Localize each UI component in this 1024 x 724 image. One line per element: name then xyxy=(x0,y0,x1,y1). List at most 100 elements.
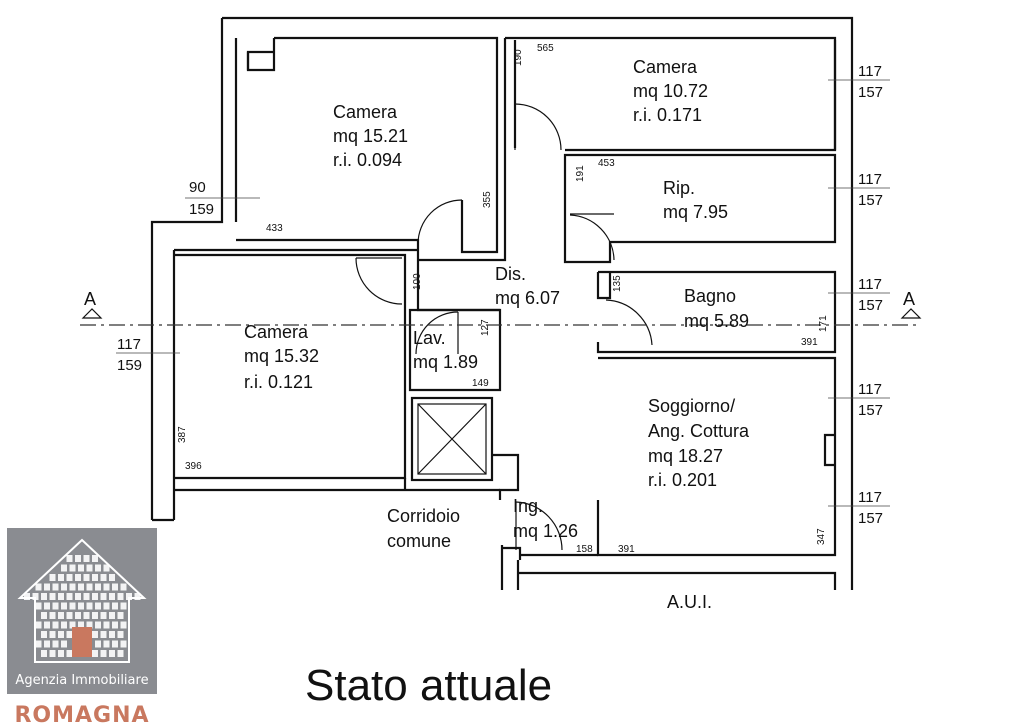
window-height: 117 xyxy=(858,63,882,80)
mosaic-tile xyxy=(109,574,115,581)
room-lavanderia xyxy=(408,308,502,392)
mosaic-tile xyxy=(52,583,59,591)
mosaic-tile xyxy=(58,631,64,638)
mosaic-tile xyxy=(95,583,101,591)
mosaic-tile xyxy=(49,631,56,638)
room-label: Camera xyxy=(244,322,309,342)
dimension: 135 xyxy=(612,275,623,292)
mosaic-tile xyxy=(49,574,56,581)
mosaic-tile xyxy=(120,602,127,610)
mosaic-tile xyxy=(109,593,115,600)
mosaic-tile xyxy=(35,602,42,610)
room-ri: r.i. 0.171 xyxy=(633,105,702,125)
mosaic-tile xyxy=(66,631,73,638)
mosaic-tile xyxy=(86,583,93,591)
mosaic-tile xyxy=(58,612,64,619)
room-label: A.U.I. xyxy=(667,592,712,612)
mosaic-tile xyxy=(52,602,59,610)
dimension: 565 xyxy=(537,43,554,54)
room-area: mq 15.32 xyxy=(244,346,319,366)
mosaic-tile xyxy=(66,574,73,581)
mosaic-tile xyxy=(86,564,93,572)
mosaic-tile xyxy=(49,593,56,600)
mosaic-tile xyxy=(117,631,124,638)
dimension: 396 xyxy=(185,461,202,472)
mosaic-tile xyxy=(120,621,127,629)
room-camera-bottom-left xyxy=(174,253,407,490)
mosaic-tile xyxy=(69,621,76,629)
dimension: 391 xyxy=(801,337,818,348)
mosaic-tile xyxy=(109,612,115,619)
mosaic-tile xyxy=(75,593,81,600)
mosaic-tile xyxy=(100,631,107,638)
mosaic-tile xyxy=(92,574,98,581)
plan-caption: Stato attuale xyxy=(305,661,552,710)
mosaic-tile xyxy=(35,640,42,648)
room-area: mq 15.21 xyxy=(333,126,408,146)
mosaic-tile xyxy=(134,593,141,600)
section-line xyxy=(80,308,922,326)
mosaic-tile xyxy=(61,602,67,610)
mosaic-tile xyxy=(61,583,67,591)
room-area: mq 10.72 xyxy=(633,81,708,101)
mosaic-tile xyxy=(126,593,132,600)
agency-logo: Agenzia Immobiliare ROMAGNA xyxy=(7,528,157,724)
mosaic-tile xyxy=(49,650,56,657)
room-label: Dis. xyxy=(495,264,526,284)
mosaic-tile xyxy=(83,593,90,600)
mosaic-tile xyxy=(120,640,127,648)
mosaic-tile xyxy=(92,631,98,638)
window-labels: 90 159 117 159 117 157 117 157 117 157 1… xyxy=(117,63,883,527)
dimension: 158 xyxy=(576,544,593,555)
mosaic-tile xyxy=(103,602,110,610)
mosaic-tile xyxy=(103,564,110,572)
mosaic-tile xyxy=(69,583,76,591)
house-icon xyxy=(17,538,147,663)
mosaic-tile xyxy=(44,621,50,629)
mosaic-tile xyxy=(117,593,124,600)
mosaic-tile xyxy=(100,650,107,657)
room-label: Camera xyxy=(633,57,698,77)
mosaic-tile xyxy=(75,574,81,581)
dimension: 149 xyxy=(472,378,489,389)
mosaic-tile xyxy=(92,555,98,562)
room-label: Lav. xyxy=(413,328,446,348)
shaft xyxy=(410,396,520,500)
mosaic-tile xyxy=(35,621,42,629)
window-sill: 157 xyxy=(858,402,883,419)
mosaic-tile xyxy=(61,564,67,572)
room-camera-top-left xyxy=(174,36,499,254)
mosaic-tile xyxy=(103,583,110,591)
mosaic-tile xyxy=(83,574,90,581)
mosaic-tile xyxy=(112,602,118,610)
room-label: Bagno xyxy=(684,286,736,306)
mosaic-tile xyxy=(66,555,73,562)
mosaic-tile xyxy=(61,621,67,629)
mosaic-tile xyxy=(49,612,56,619)
mosaic-tile xyxy=(117,612,124,619)
room-label-2: comune xyxy=(387,531,451,551)
room-labels: Camera mq 15.21 r.i. 0.094 Camera mq 10.… xyxy=(244,57,750,612)
mosaic-tile xyxy=(100,612,107,619)
mosaic-tile xyxy=(24,593,30,600)
mosaic-tile xyxy=(32,593,39,600)
room-ingresso xyxy=(515,501,598,557)
mosaic-tile xyxy=(112,640,118,648)
room-label: Ing. xyxy=(513,496,543,516)
mosaic-tile xyxy=(58,574,64,581)
room-area: mq 18.27 xyxy=(648,446,723,466)
mosaic-tile xyxy=(78,621,84,629)
mosaic-tile xyxy=(83,612,90,619)
mosaic-tile xyxy=(41,650,47,657)
mosaic-tile xyxy=(41,593,47,600)
room-label-2: Ang. Cottura xyxy=(648,421,750,441)
dimension: 355 xyxy=(482,191,493,208)
window-height: 117 xyxy=(858,381,882,398)
mosaic-tile xyxy=(117,650,124,657)
room-soggiorno xyxy=(596,356,837,557)
mosaic-tile xyxy=(75,612,81,619)
room-area: mq 7.95 xyxy=(663,202,728,222)
mosaic-tile xyxy=(78,583,84,591)
